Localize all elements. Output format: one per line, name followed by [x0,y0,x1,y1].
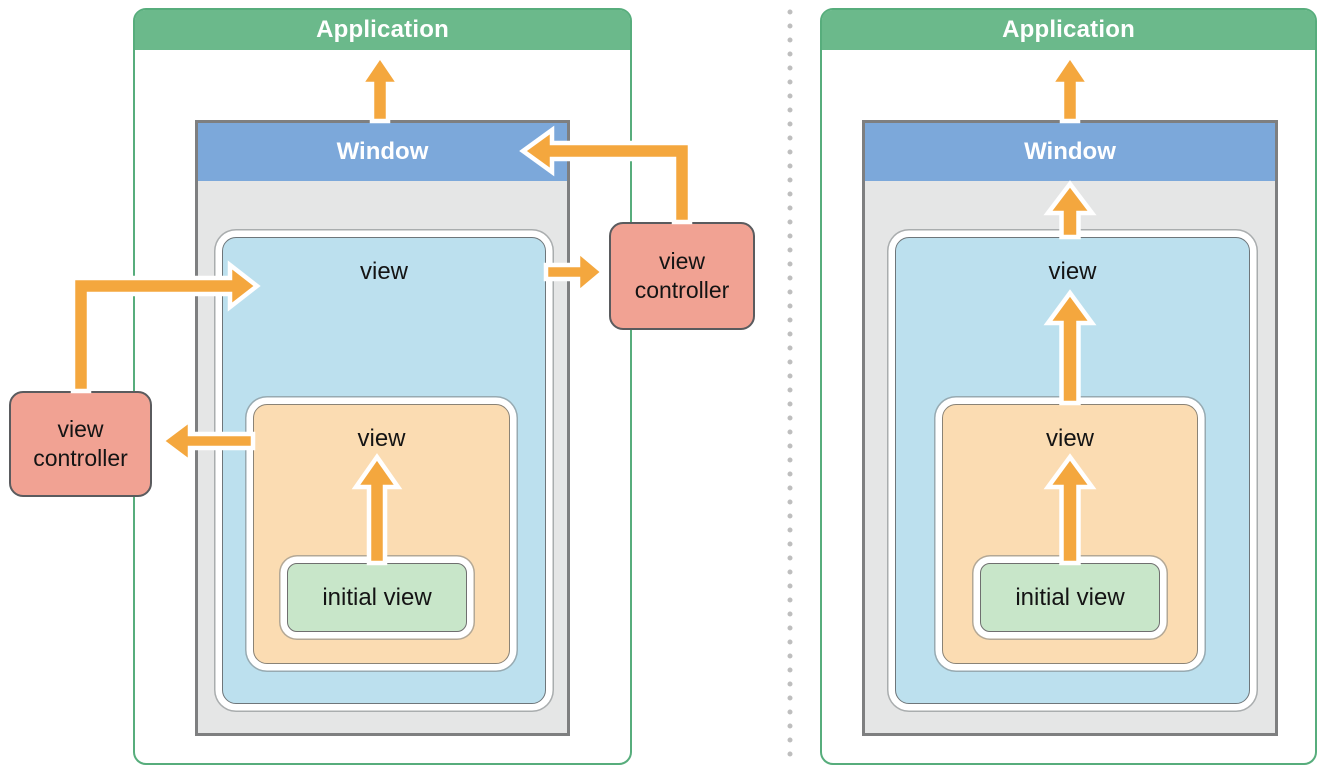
window-header-right: Window [865,123,1275,181]
view-controller-label-outer-left: view controller [33,415,128,471]
view-controller-box-outer-left: view controller [9,391,152,497]
initial-view-left: initial view [287,563,467,632]
application-header-right: Application [822,10,1315,50]
nested-view-label-left: view [357,425,406,452]
window-view-label-right: view [1048,258,1097,285]
nested-view-label-right: view [1045,425,1095,452]
window-label-left: Window [336,138,429,165]
window-header-left: Window [198,123,567,181]
application-label-left: Application [316,16,449,43]
initial-view-label-right: initial view [1015,583,1125,611]
view-controller-label-window-left: view controller [634,247,730,303]
window-view-label-left: view [359,258,409,285]
application-label-right: Application [1002,16,1135,43]
window-label-right: Window [1024,138,1116,165]
initial-view-right: initial view [980,563,1160,632]
initial-view-label-left: initial view [322,583,432,611]
application-header-left: Application [135,10,630,50]
view-controller-box-window-left: view controller [609,222,755,330]
